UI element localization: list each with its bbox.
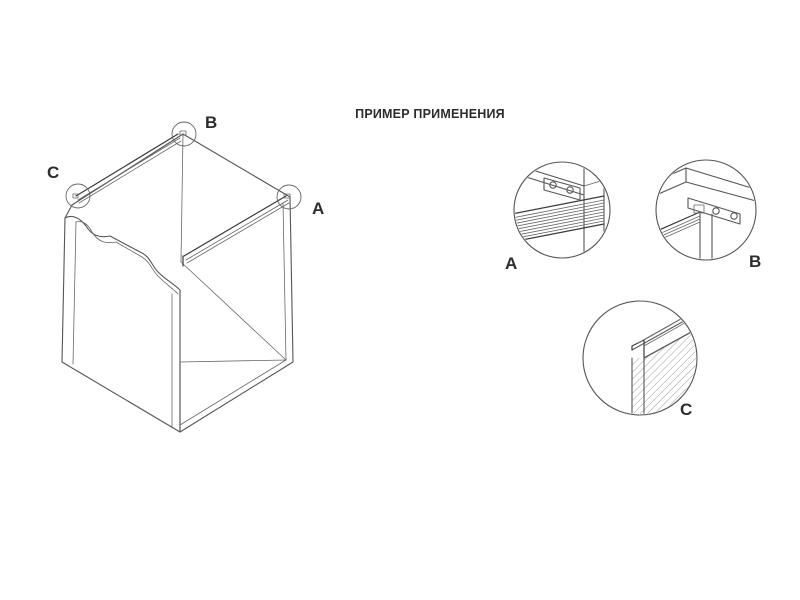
label-detail-b: B: [749, 252, 761, 271]
label-detail-a: A: [505, 254, 517, 273]
joint-a-bracket: [283, 193, 291, 199]
cabinet-front-curve-inner: [75, 221, 179, 295]
cabinet-right-panel-thickness: [282, 202, 287, 361]
detail-b-screw-left: [712, 207, 720, 215]
cabinet-bottom-panel: [179, 359, 287, 426]
detail-b-bracket: [687, 197, 741, 225]
joint-c-bracket: [72, 193, 79, 199]
rail-a-middle: [182, 195, 290, 267]
detail-a: [513, 161, 611, 259]
cabinet-bottom-rear-edge: [180, 261, 287, 361]
label-cabinet-a: A: [312, 199, 324, 218]
caption: ПРИМЕР ПРИМЕНЕНИЯ: [355, 107, 505, 121]
detail-b-clip: [693, 204, 705, 214]
cabinet-left-panel-thickness: [72, 221, 77, 365]
rail-c-b: [75, 133, 182, 204]
cabinet-front-curve: [64, 215, 181, 291]
cabinet-right-panel: [179, 196, 294, 433]
detail-b: [655, 159, 757, 261]
detail-b-screw-right: [730, 212, 738, 220]
cabinet-right-top-edge: [182, 133, 291, 198]
joint-a-circle: [276, 184, 302, 210]
label-detail-c: C: [680, 400, 692, 419]
joint-b-bracket: [179, 130, 187, 136]
detail-a-screw-right: [566, 186, 574, 194]
cabinet-drawing: [61, 121, 302, 433]
detail-a-circle: [513, 161, 611, 259]
joint-c-circle: [65, 183, 91, 209]
joint-b-circle: [171, 121, 197, 147]
detail-a-screw-left: [549, 181, 557, 189]
detail-a-bracket: [543, 177, 581, 201]
label-cabinet-b: B: [205, 113, 217, 132]
label-cabinet-c: C: [47, 163, 59, 182]
detail-b-circle: [655, 159, 757, 261]
cabinet-back-vertical-edge: [180, 133, 184, 263]
cabinet-left-panel: [61, 204, 181, 433]
